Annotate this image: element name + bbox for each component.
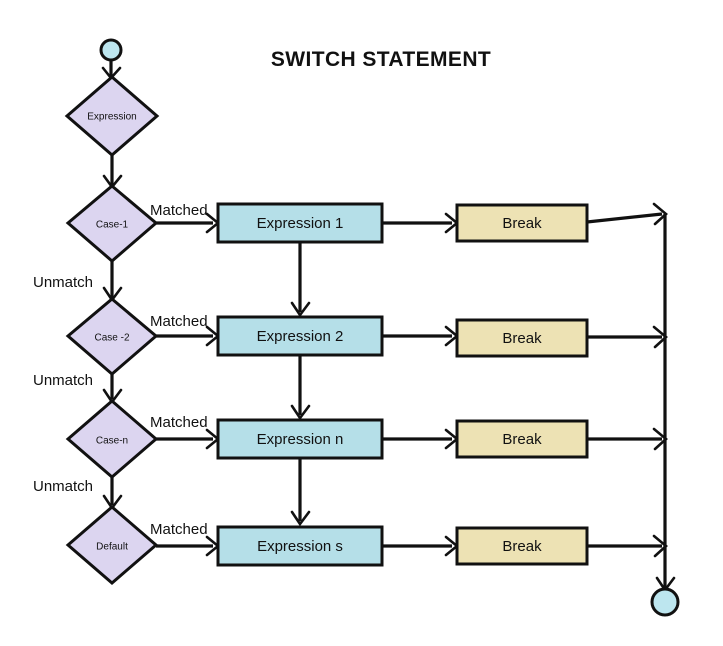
process-expression-s: [216, 525, 384, 567]
edge-label-matched-2: Matched: [150, 313, 208, 330]
process-break-3-label: Break: [502, 431, 542, 448]
edge-break1-to-exit: [586, 212, 663, 224]
decision-case-2-label: Case -2: [94, 333, 129, 344]
arrowhead-exprn-top-in: [290, 404, 311, 421]
page-title: SWITCH STATEMENT: [271, 48, 491, 71]
process-break-1-label: Break: [502, 215, 542, 232]
process-break-4-label: Break: [502, 538, 542, 555]
decision-expression-label: Expression: [87, 112, 136, 123]
end-terminator: [650, 587, 680, 617]
arrowhead-expr2-top-in: [290, 301, 311, 318]
process-expression-n: [216, 418, 384, 460]
process-expression-1: [216, 202, 384, 244]
decision-case-1-label: Case-1: [96, 220, 129, 231]
process-break-4: [455, 526, 589, 566]
process-break-2-label: Break: [502, 330, 542, 347]
decision-default: [65, 505, 159, 585]
process-expression-2: [216, 315, 384, 357]
decision-case-n-label: Case-n: [96, 436, 128, 447]
process-break-3: [455, 419, 589, 459]
edge-label-unmatch-3: Unmatch: [33, 478, 93, 495]
process-break-1: [455, 203, 589, 243]
process-break-2: [455, 318, 589, 358]
edge-label-unmatch-1: Unmatch: [33, 274, 93, 291]
edge-label-unmatch-2: Unmatch: [33, 372, 93, 389]
decision-default-label: Default: [96, 542, 128, 553]
process-expression-n-label: Expression n: [257, 431, 344, 448]
arrowhead-exprs-top-in: [290, 510, 311, 527]
process-expression-s-label: Expression s: [257, 538, 343, 555]
process-expression-1-label: Expression 1: [257, 215, 344, 232]
edge-label-matched-1: Matched: [150, 202, 208, 219]
edge-label-matched-4: Matched: [150, 521, 208, 538]
process-expression-2-label: Expression 2: [257, 328, 344, 345]
edge-label-matched-3: Matched: [150, 414, 208, 431]
start-terminator: [99, 38, 123, 62]
